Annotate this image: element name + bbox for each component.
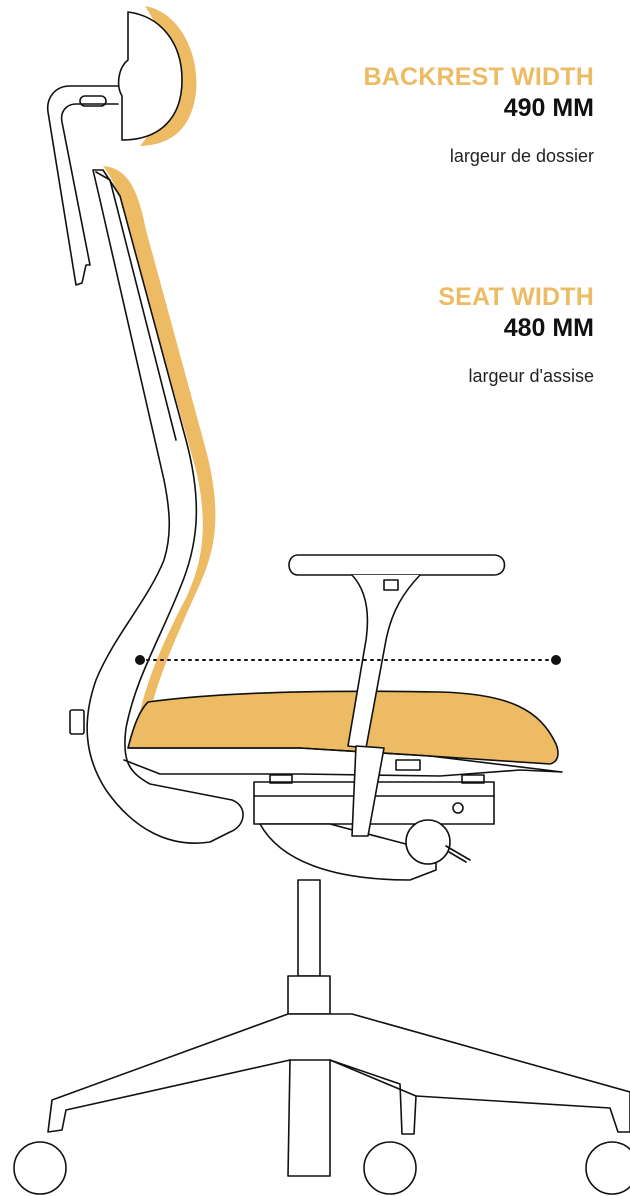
armrest-button — [383, 579, 399, 591]
armrest-pad — [288, 554, 506, 576]
armrest-post — [351, 745, 385, 837]
seat-rail-right — [461, 774, 485, 784]
backrest-side-knob — [69, 709, 85, 735]
backrest-cushion-accent — [103, 166, 216, 712]
base-leg-line-right — [329, 1059, 417, 1097]
caster-front-right — [363, 1141, 417, 1195]
backrest — [69, 166, 244, 844]
seat — [123, 690, 563, 881]
dimension-endpoint-left — [135, 655, 145, 665]
headrest-lock-slot — [79, 95, 107, 107]
base-star — [47, 1013, 630, 1177]
cylinder-collar — [287, 975, 331, 1015]
backrest-width-title: BACKREST WIDTH — [363, 63, 594, 91]
dimension-endpoint-right — [551, 655, 561, 665]
height-lever — [445, 845, 471, 861]
backrest-width-spec: BACKREST WIDTH 490 MM largeur de dossier — [363, 62, 594, 167]
seat-mechanism-housing — [259, 823, 437, 881]
backrest-frame-inner-line — [95, 171, 177, 441]
seat-width-caption: largeur d'assise — [468, 366, 595, 386]
seat-cushion-accent — [127, 690, 559, 765]
seat-rail-left — [269, 774, 293, 784]
seat-width-value: 480 MM — [503, 314, 594, 342]
headrest-arm — [46, 85, 119, 286]
tension-knob — [405, 819, 451, 865]
seat-width-dimension — [135, 655, 561, 665]
height-lever-2 — [448, 851, 467, 863]
seat-underside — [123, 747, 563, 777]
backrest-frame — [86, 169, 244, 844]
backrest-width-caption: largeur de dossier — [449, 146, 594, 166]
seat-mechanism-hole — [452, 802, 464, 814]
seat-width-title: SEAT WIDTH — [438, 283, 594, 311]
backrest-width-value: 490 MM — [503, 94, 594, 122]
caster-far-right — [585, 1141, 630, 1195]
seat-side-slot — [395, 759, 421, 771]
gas-cylinder — [297, 879, 321, 977]
headrest — [46, 6, 197, 286]
caster-front-left — [13, 1141, 67, 1195]
chair-base — [13, 879, 630, 1195]
armrest — [288, 554, 506, 837]
seat-width-spec: SEAT WIDTH 480 MM largeur d'assise — [438, 282, 594, 387]
headrest-shell — [117, 11, 183, 141]
